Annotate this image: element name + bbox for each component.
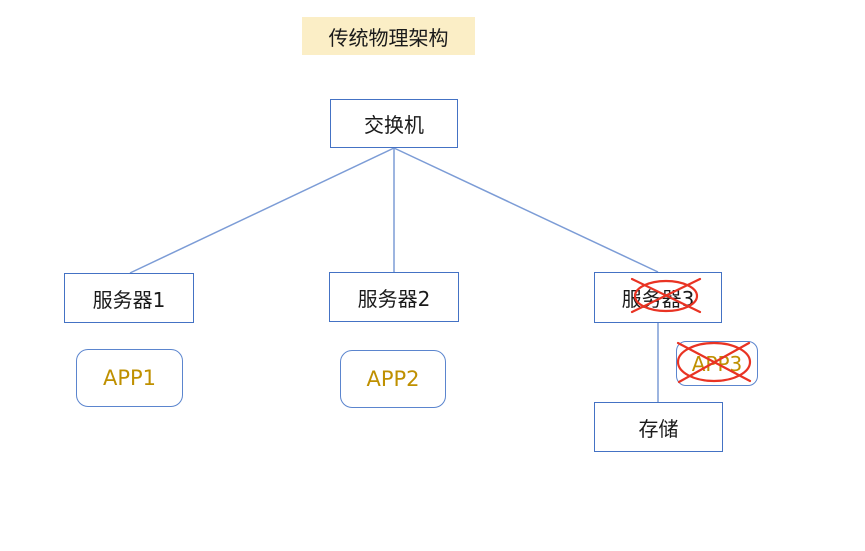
node-app-3-label: APP3 — [691, 351, 743, 376]
node-server-3: 服务器3 — [594, 272, 722, 323]
node-app-2: APP2 — [340, 350, 446, 408]
node-app-1: APP1 — [76, 349, 183, 407]
node-server-2-label: 服务器2 — [357, 286, 431, 311]
diagram-title: 传统物理架构 — [302, 17, 475, 55]
node-storage: 存储 — [594, 402, 723, 452]
node-storage-label: 存储 — [638, 416, 679, 441]
node-server-1-label: 服务器1 — [92, 287, 166, 312]
node-server-1: 服务器1 — [64, 273, 194, 323]
node-server-3-label: 服务器3 — [621, 287, 695, 311]
node-server-2: 服务器2 — [329, 272, 459, 322]
node-switch-label: 交换机 — [364, 113, 424, 137]
node-app-3: APP3 — [676, 341, 758, 386]
edge-switch-server3 — [393, 147, 659, 273]
node-switch: 交换机 — [330, 99, 458, 148]
node-app-2-label: APP2 — [366, 367, 420, 391]
edge-switch-server1 — [129, 147, 395, 274]
node-app-1-label: APP1 — [102, 366, 157, 390]
